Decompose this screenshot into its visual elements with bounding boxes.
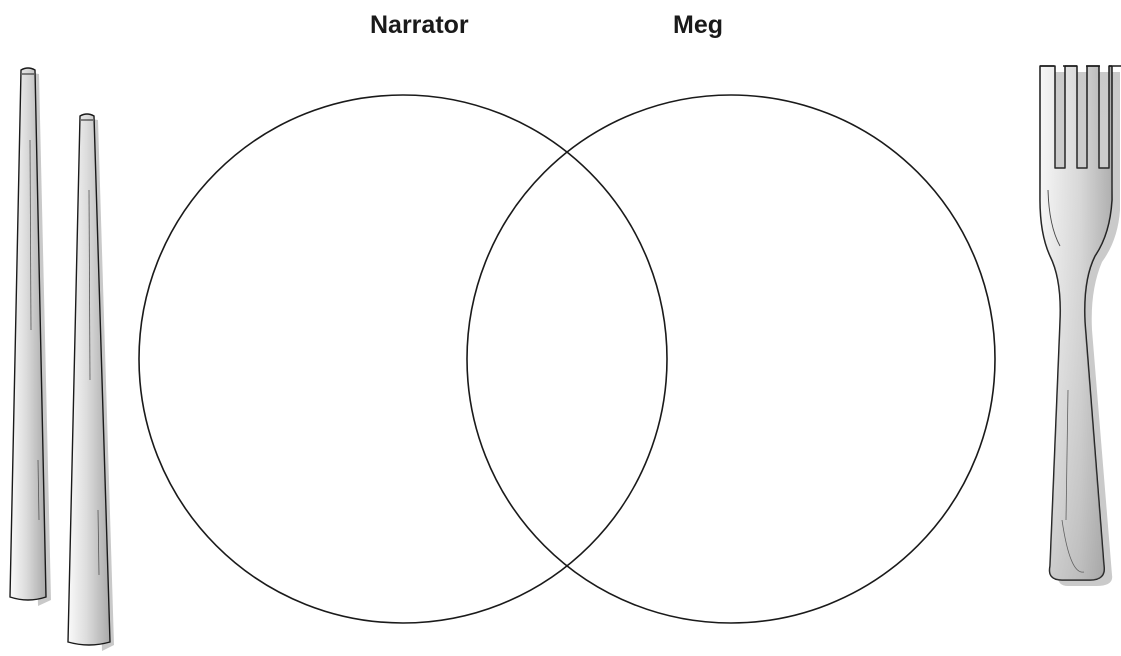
- venn-circle-narrator: [139, 95, 667, 623]
- venn-circle-meg: [467, 95, 995, 623]
- chopsticks-icon: [10, 68, 114, 651]
- fork-icon: [1040, 66, 1121, 586]
- venn-circles: [139, 95, 995, 623]
